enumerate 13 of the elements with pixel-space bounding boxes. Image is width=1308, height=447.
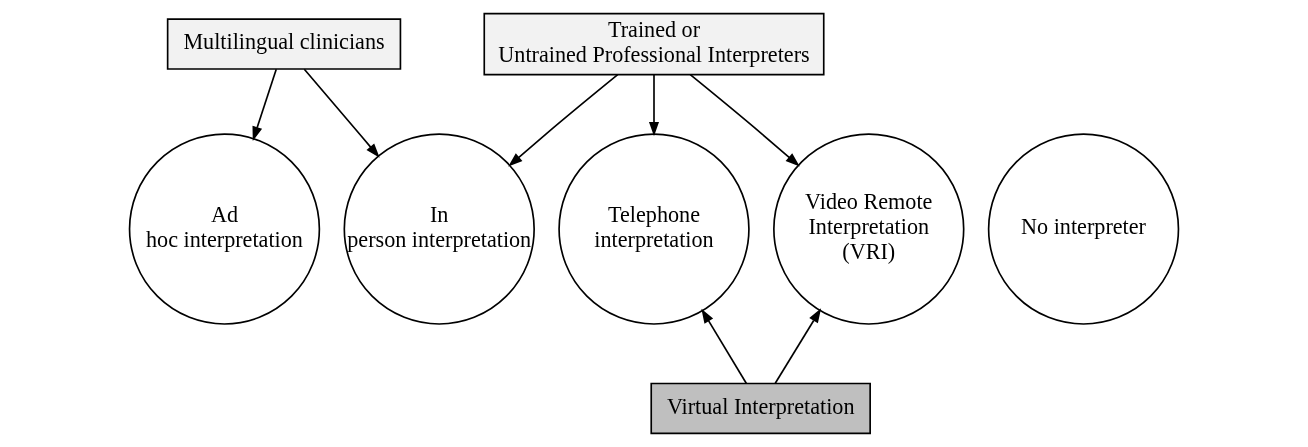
arrow xyxy=(701,308,748,385)
node-box: Multilingual clinicians xyxy=(166,18,402,70)
arrow xyxy=(648,73,660,137)
node-box: Virtual Interpretation xyxy=(650,382,871,435)
node-box: Trained or Untrained Professional Interpreters xyxy=(483,12,825,76)
node-circle: Ad hoc interpretation xyxy=(128,133,321,325)
node-circle: No interpreter xyxy=(987,133,1180,325)
arrow xyxy=(689,73,800,167)
arrow xyxy=(774,308,822,385)
node-circle: In person interpretation xyxy=(343,133,535,325)
arrow xyxy=(303,68,380,158)
arrow xyxy=(508,73,619,167)
arrow xyxy=(252,68,278,141)
